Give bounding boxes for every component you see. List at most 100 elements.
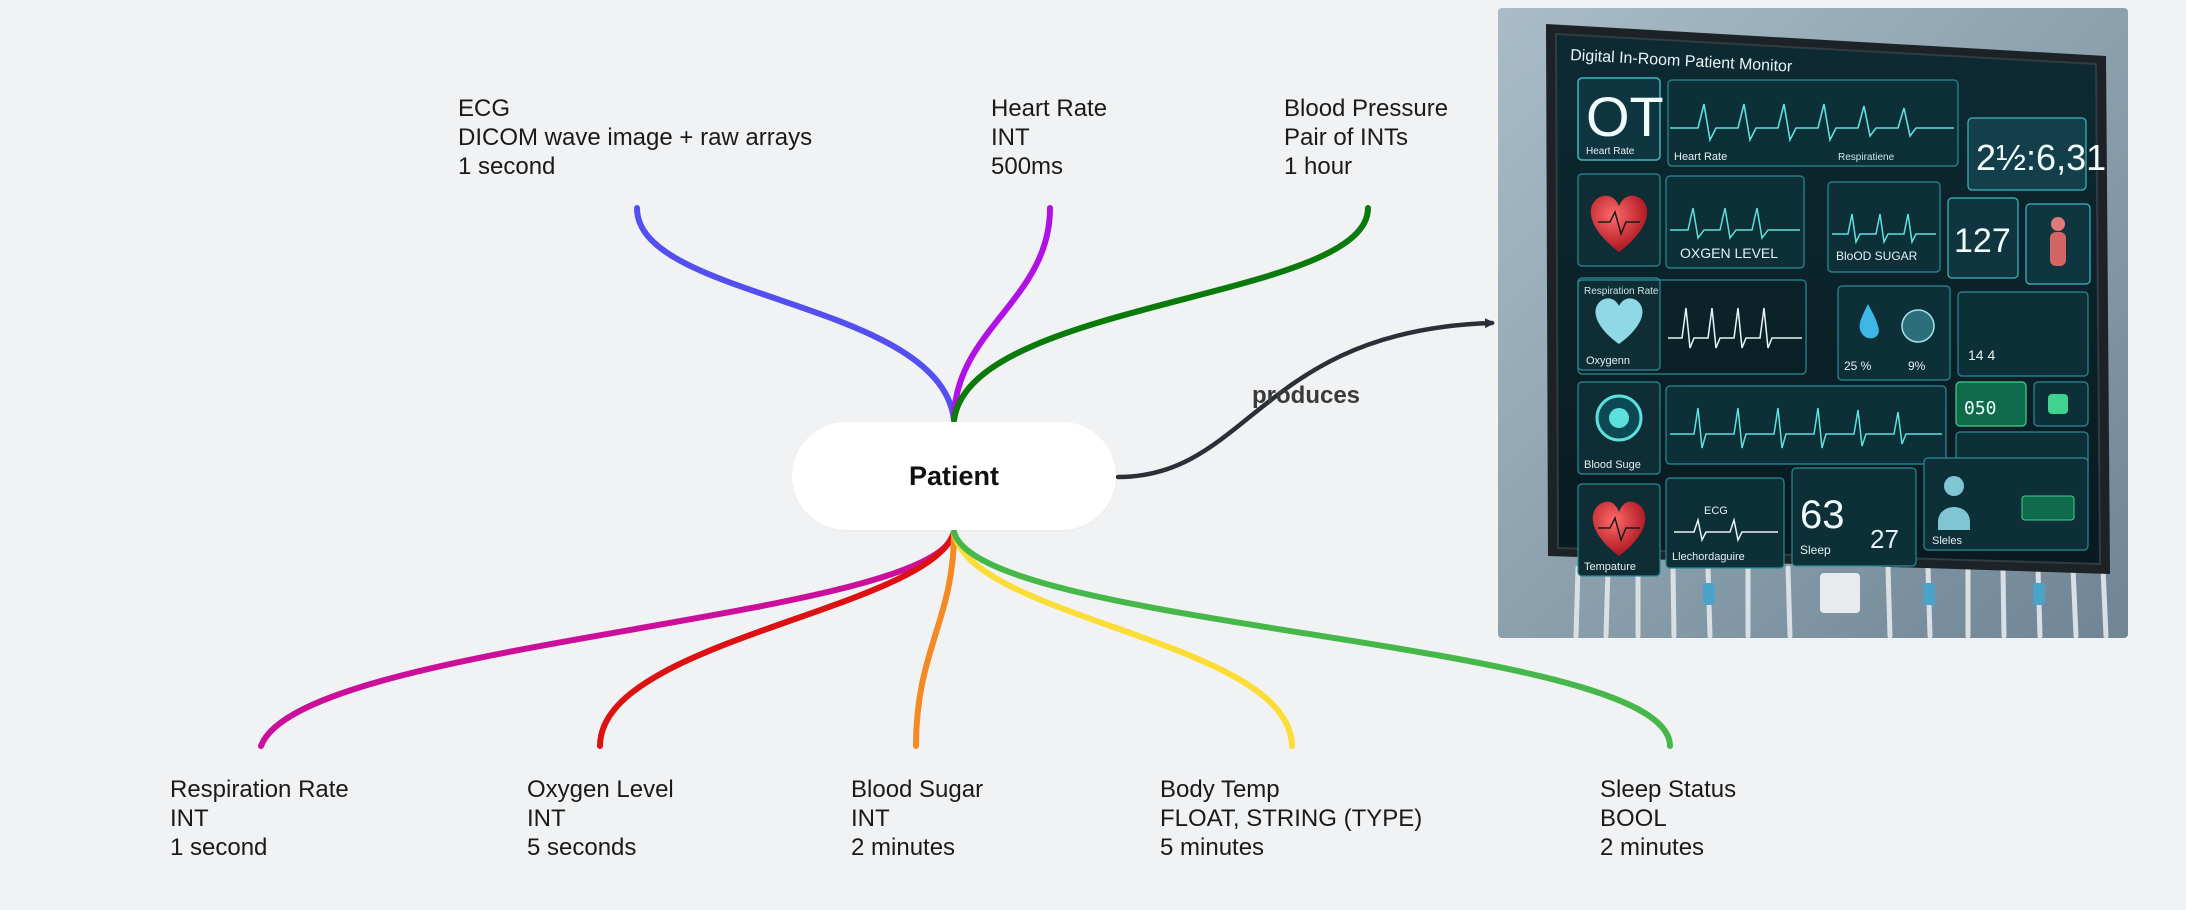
heart-icon <box>1590 195 1648 252</box>
panel-sleles-label: Sleles <box>1932 535 1962 547</box>
panel-25pct: 25 % <box>1844 359 1872 373</box>
panel-heart-rate-wave <box>1667 79 1959 167</box>
node-respiration-rate: Respiration Rate INT 1 second <box>170 775 349 862</box>
node-blood-sugar-frequency: 2 minutes <box>851 834 956 861</box>
link-oxygen-level <box>597 529 957 749</box>
heart-rate-waveform <box>1670 103 1954 143</box>
node-respiration-rate-frequency: 1 second <box>170 834 268 861</box>
respiration-waveform <box>1668 307 1802 349</box>
link-body-temp <box>951 529 1295 749</box>
panel-ecg-strip <box>1665 385 1947 465</box>
node-blood-pressure-name: Blood Pressure <box>1284 95 1449 122</box>
node-sleep-status-name: Sleep Status <box>1600 776 1737 803</box>
panel-big-number-value: OT <box>1586 85 1664 148</box>
link-sleep-status <box>951 529 1673 749</box>
panel-blood-suge-label: Blood Suge <box>1584 459 1641 471</box>
panel-ecg-small <box>1665 477 1785 569</box>
panel-oxygen-level <box>1665 175 1805 269</box>
panel-144-value: 14 4 <box>1968 347 1995 363</box>
node-ecg-name: ECG <box>458 95 511 122</box>
panel-clock-value: 2½:6,31 <box>1976 137 2106 178</box>
node-sleep-status-frequency: 2 minutes <box>1600 834 1705 861</box>
panel-tempature-label: Tempature <box>1584 561 1636 573</box>
produces-label: produces <box>1252 382 1361 409</box>
panel-lechordaguire-label: Llechordaguire <box>1672 551 1745 563</box>
mini-chart <box>2021 495 2075 521</box>
node-respiration-rate-name: Respiration Rate <box>170 776 349 803</box>
node-heart-rate-type: INT <box>991 124 1030 151</box>
node-oxygen-level-frequency: 5 seconds <box>527 834 637 861</box>
node-body-temp: Body Temp FLOAT, STRING (TYPE) 5 minutes <box>1160 775 1422 862</box>
panel-127-value: 127 <box>1954 222 2011 260</box>
node-respiration-rate-type: INT <box>170 805 209 832</box>
node-blood-sugar-name: Blood Sugar <box>851 776 984 803</box>
monitor-illustration: Digital In-Room Patient Monitor OT Heart… <box>1498 8 2128 638</box>
patient-node-label: Patient <box>908 460 1000 491</box>
body-figure-torso <box>2050 232 2066 266</box>
panel-ecg-small-label: ECG <box>1704 505 1728 517</box>
heart-outline-icon <box>1595 298 1643 344</box>
panel-big-number <box>1577 77 1661 161</box>
panel-050-value: 050 <box>1964 398 1997 419</box>
panel-050 <box>1955 381 2027 427</box>
water-drop-icon <box>1859 304 1879 339</box>
panel-oxygen-level-label: OXGEN LEVEL <box>1680 245 1778 261</box>
link-respiration-rate <box>258 529 957 749</box>
node-sleep-status: Sleep Status BOOL 2 minutes <box>1600 775 1736 862</box>
patient-node: Patient <box>792 422 1116 530</box>
ecg-small-waveform <box>1674 517 1778 543</box>
node-heart-rate: Heart Rate INT 500ms <box>991 94 1107 181</box>
node-oxygen-level-type: INT <box>527 805 566 832</box>
link-ecg <box>634 205 957 423</box>
node-blood-sugar: Blood Sugar INT 2 minutes <box>851 775 983 862</box>
panel-144 <box>1957 291 2089 377</box>
node-blood-pressure-frequency: 1 hour <box>1284 153 1353 180</box>
panel-9pct: 9% <box>1908 359 1926 373</box>
node-body-temp-name: Body Temp <box>1160 776 1280 803</box>
patient-monitor-image: Digital In-Room Patient Monitor OT Heart… <box>1498 8 2128 638</box>
heart-pulse-line-2 <box>1598 515 1640 543</box>
node-heart-rate-frequency: 500ms <box>991 153 1064 180</box>
node-body-temp-frequency: 5 minutes <box>1160 834 1265 861</box>
node-heart-rate-name: Heart Rate <box>991 95 1108 122</box>
node-ecg-type: DICOM wave image + raw arrays <box>458 124 813 151</box>
panel-63-value: 63 <box>1800 493 1845 537</box>
person-icon-head <box>1944 476 1964 496</box>
heart-icon-2 <box>1592 501 1646 556</box>
panel-sleep-label: Sleep <box>1800 543 1831 557</box>
panel-oxygenn-label: Oxygenn <box>1586 355 1630 367</box>
link-blood-sugar <box>913 529 957 749</box>
panel-blood-sugar <box>1827 181 1941 273</box>
node-oxygen-level-name: Oxygen Level <box>527 776 674 803</box>
panel-127 <box>1947 197 2019 279</box>
node-sleep-status-type: BOOL <box>1600 805 1667 832</box>
node-blood-sugar-type: INT <box>851 805 890 832</box>
panel-respiration-rate-label: Respiration Rate <box>1584 286 1659 297</box>
body-figure-head <box>2051 217 2065 231</box>
node-blood-pressure: Blood Pressure Pair of INTs 1 hour <box>1284 94 1448 181</box>
globe-icon <box>1901 309 1935 343</box>
status-indicator <box>2048 394 2068 414</box>
heart-pulse-line <box>1598 209 1640 237</box>
gauge-icon-core <box>1609 408 1629 428</box>
panel-respiration-label: Respiratiene <box>1838 152 1895 163</box>
panel-clock <box>1967 117 2087 191</box>
link-heart-rate <box>951 205 1053 423</box>
node-body-temp-type: FLOAT, STRING (TYPE) <box>1160 805 1423 832</box>
panel-sleep <box>1791 467 1917 567</box>
panel-27-value: 27 <box>1870 524 1899 554</box>
oxygen-waveform <box>1670 207 1800 240</box>
link-blood-pressure <box>951 205 1371 423</box>
monitor-port-box <box>1820 573 1860 613</box>
panel-respiration-rate <box>1577 279 1807 375</box>
panel-blood-sugar-label: BloOD SUGAR <box>1836 249 1918 263</box>
ecg-strip-waveform <box>1670 407 1942 449</box>
panel-heart-rate-label: Heart Rate <box>1674 151 1727 163</box>
produces-arrow <box>1115 318 1495 480</box>
monitor-cable-plugs <box>1703 583 2045 605</box>
panel-heart-rate-small: Heart Rate <box>1586 146 1635 157</box>
blood-sugar-waveform <box>1832 213 1936 245</box>
node-oxygen-level: Oxygen Level INT 5 seconds <box>527 775 674 862</box>
